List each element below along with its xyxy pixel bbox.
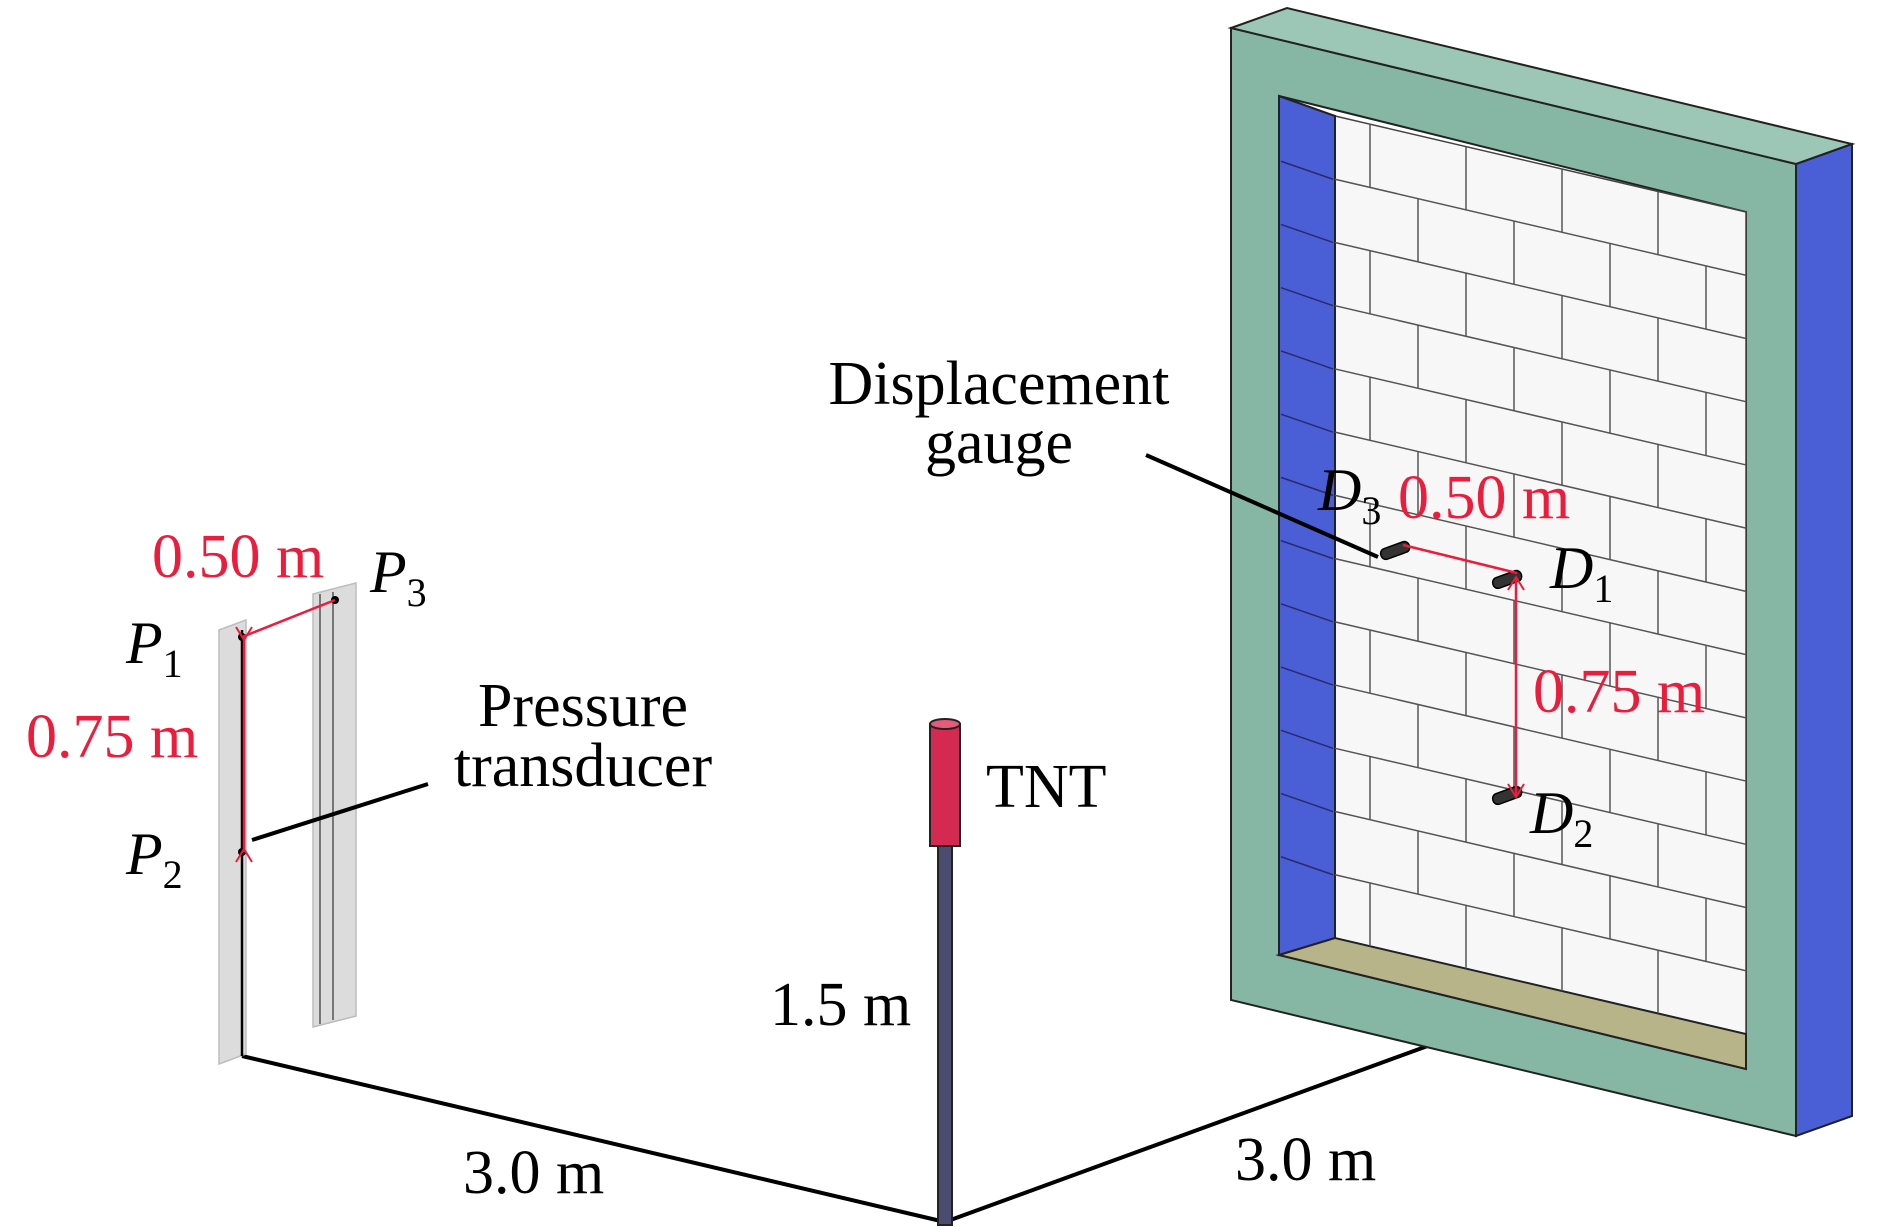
charge-height-label: 1.5 m [770,971,911,1039]
brick-course-line [1334,874,1747,972]
brick-course-line [1334,621,1747,719]
d2-label: D2 [1529,780,1593,856]
reveal-course-line [1280,160,1334,180]
p3-label: P3 [369,539,427,615]
brick-infill [1334,115,1747,1035]
p2-label: P2 [125,821,183,897]
p-arrow-top [235,626,253,642]
brick-course-line [1334,684,1747,782]
tnt-cylinder [929,723,961,847]
d1-label: D1 [1549,535,1613,611]
p-horizontal-dimension-label: 0.50 m [152,523,324,591]
d-arrow-top [1507,575,1525,591]
brick-course-line [1334,810,1747,909]
frame-inner-bottom-reveal [1275,936,1747,1071]
brick-pattern [1334,124,1747,1014]
brick-course-line [1334,494,1747,593]
brick-course-line [1334,304,1747,403]
frame-top [1227,6,1856,166]
p1-label: P1 [125,610,183,686]
d-vertical-dimension-label: 0.75 m [1533,658,1705,726]
brick-course-line [1334,368,1747,466]
reveal-course-line [1280,729,1334,750]
ground-line-right [944,1011,1519,1224]
brick-course-line [1334,241,1747,340]
brick-course-line [1334,178,1747,276]
displacement-gauge-label-line2: gauge [925,409,1073,477]
tnt-label: TNT [986,753,1107,821]
ground-lines [241,1011,1519,1224]
displacement-gauge-label-line1: Displacement [829,350,1170,418]
pressure-transducer-label-line2: transducer [454,732,713,800]
pressure-transducer-label-line1: Pressure [478,672,688,740]
tnt-pole [937,844,953,1226]
brick-course-line [1334,557,1747,656]
d3-label: D3 [1317,457,1381,533]
reveal-course-line [1280,413,1334,433]
masonry-wall [1145,6,1856,1138]
reveal-course-line [1280,666,1334,686]
post-front [218,618,247,1066]
reveal-course-line [1280,286,1334,307]
distance-left-label: 3.0 m [463,1139,604,1207]
reveal-course-line [1280,792,1334,813]
tnt-cylinder-top [929,718,961,730]
p-horizontal-dimension-line [241,598,336,639]
displacement-gauge-d1 [1491,569,1523,590]
frame-right-side [1795,142,1853,1138]
reveal-course-line [1280,476,1334,497]
p-arrow-bottom [235,847,253,863]
tnt-charge [929,718,961,1226]
reveal-course-line [1280,603,1334,623]
ground-line-left [241,1054,946,1224]
d-arrow-bottom [1507,783,1525,799]
d-horizontal-dimension-label: 0.50 m [1398,464,1570,532]
text-labels: 0.50 m 0.75 m P1 P2 P3 Pressure transduc… [26,350,1705,1207]
pressure-transducer-leader [251,782,429,842]
reveal-course-line [1280,223,1334,244]
reveal-course-line [1280,350,1334,370]
brick-course-line [1334,747,1747,846]
d-horizontal-dimension-line [1402,543,1518,575]
reveal-course-line [1280,856,1334,876]
post-back [312,582,357,1028]
pressure-posts [218,582,429,1066]
reveal-course-line [1280,539,1334,560]
brick-course-line [1334,431,1747,529]
p-vertical-dimension-label: 0.75 m [26,703,198,771]
displacement-gauge-leader [1145,453,1379,559]
reveal-brick-lines [1280,160,1334,876]
distance-right-label: 3.0 m [1235,1126,1376,1194]
